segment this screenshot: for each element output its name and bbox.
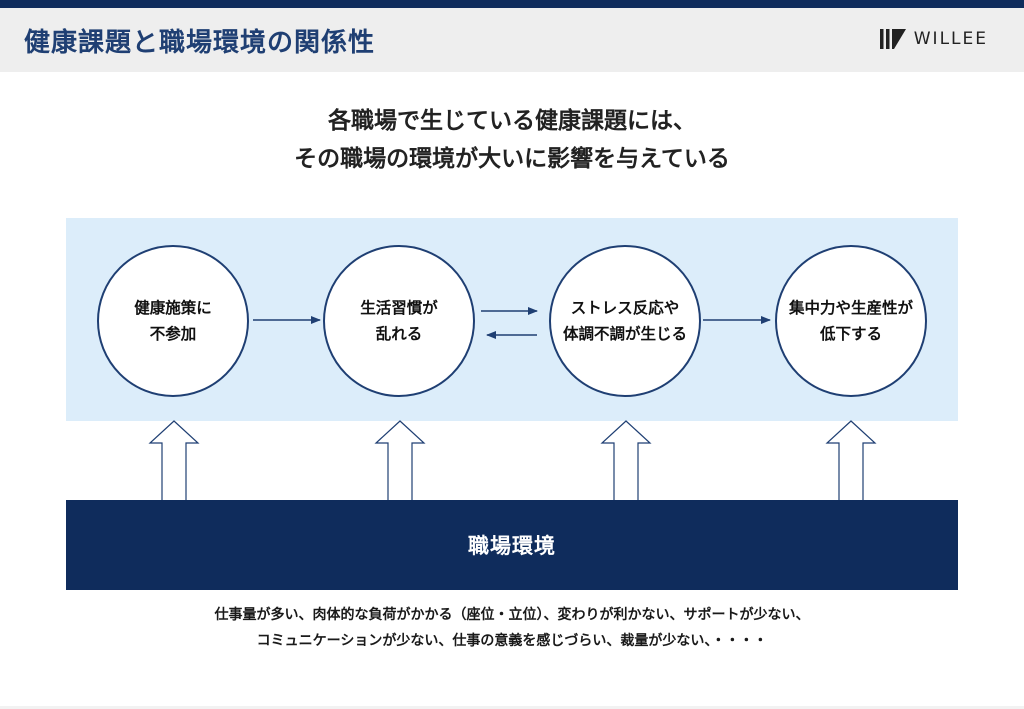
workplace-environment-bar: 職場環境 xyxy=(66,500,958,590)
flow-step-3: ストレス反応や 体調不調が生じる xyxy=(549,245,701,397)
flow-step-1-line-2: 不参加 xyxy=(149,325,197,343)
brand: WILLEE xyxy=(879,29,988,49)
environment-factors: 仕事量が多い、肉体的な負荷がかかる（座位・立位）、変わりが利かない、サポートが少… xyxy=(0,602,1024,654)
flow-step-4-line-2: 低下する xyxy=(819,325,882,343)
flow-step-3-line-2: 体調不調が生じる xyxy=(562,325,687,343)
headline-line-2: その職場の環境が大いに影響を与えている xyxy=(294,146,730,172)
flow-step-2: 生活習慣が 乱れる xyxy=(323,245,475,397)
flow-step-3-line-1: ストレス反応や xyxy=(570,299,680,317)
environment-factors-line-2: コミュニケーションが少ない、仕事の意義を感じづらい、裁量が少ない、・・・・ xyxy=(256,633,768,649)
up-arrow-1 xyxy=(148,420,200,500)
willee-logo-icon xyxy=(879,29,906,49)
flow-step-2-line-1: 生活習慣が xyxy=(360,299,438,317)
flow-step-1-line-1: 健康施策に xyxy=(134,299,212,317)
brand-name: WILLEE xyxy=(913,29,988,49)
up-arrow-4 xyxy=(825,420,877,500)
page-title: 健康課題と職場環境の関係性 xyxy=(24,28,376,58)
top-accent-bar xyxy=(0,0,1024,8)
flow-step-4: 集中力や生産性が 低下する xyxy=(775,245,927,397)
headline: 各職場で生じている健康課題には、 その職場の環境が大いに影響を与えている xyxy=(0,102,1024,178)
flow-step-2-line-2: 乱れる xyxy=(375,325,423,343)
up-arrow-2 xyxy=(374,420,426,500)
headline-line-1: 各職場で生じている健康課題には、 xyxy=(328,108,696,134)
workplace-environment-label: 職場環境 xyxy=(468,534,556,558)
flow-step-1: 健康施策に 不参加 xyxy=(97,245,249,397)
up-arrow-3 xyxy=(600,420,652,500)
flow-step-4-line-1: 集中力や生産性が xyxy=(788,299,913,317)
bottom-divider xyxy=(0,706,1024,709)
environment-factors-line-1: 仕事量が多い、肉体的な負荷がかかる（座位・立位）、変わりが利かない、サポートが少… xyxy=(214,607,810,623)
header: 健康課題と職場環境の関係性 WILLEE xyxy=(0,8,1024,72)
